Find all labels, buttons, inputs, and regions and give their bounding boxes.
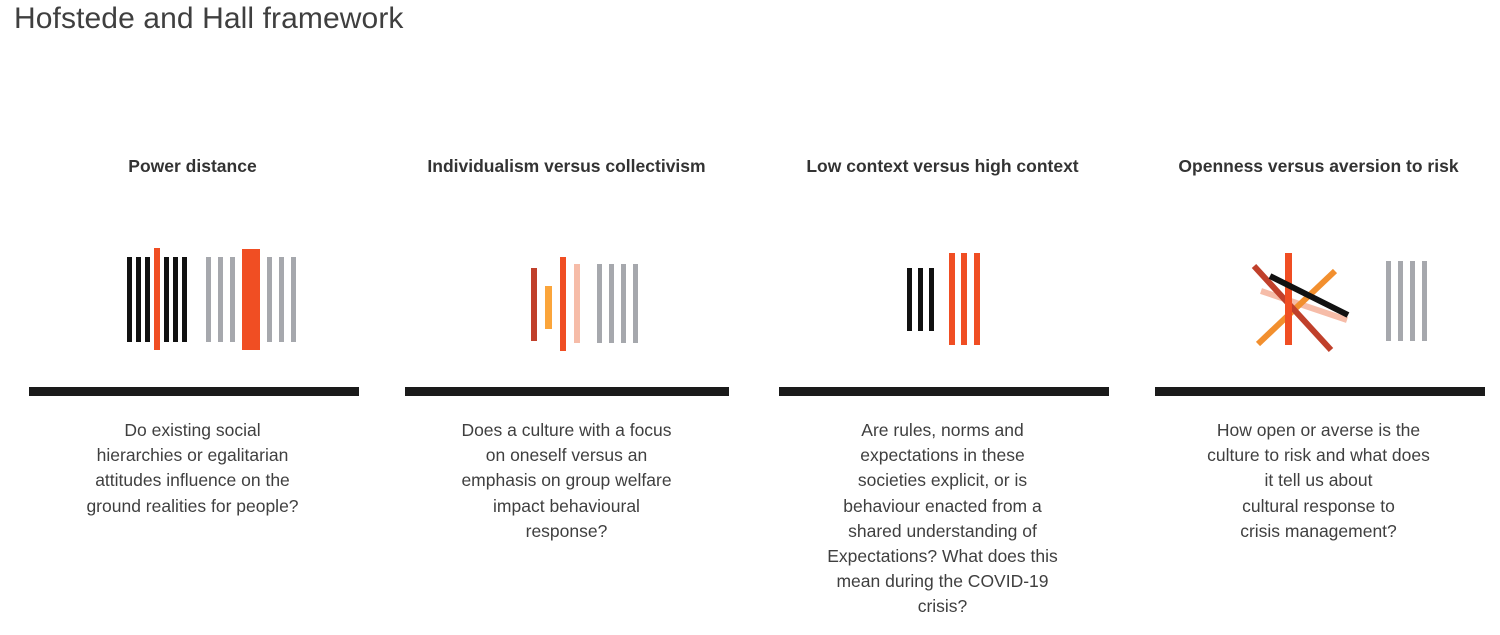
column-body-text: Are rules, norms and expectations in the… — [827, 420, 1058, 617]
bar-group-black-orange-gray-icon — [126, 248, 296, 350]
column-heading: Power distance — [128, 156, 257, 176]
column-heading: Individualism versus collectivism — [427, 156, 706, 176]
column-icon — [1169, 243, 1469, 363]
framework-column-low-context-versus-high-context: Low context versus high context Are rule… — [750, 155, 1125, 620]
framework-column-power-distance: Power distance — [0, 155, 375, 519]
column-icon — [417, 243, 717, 363]
column-icon — [793, 243, 1093, 363]
column-heading: Low context versus high context — [806, 156, 1079, 176]
bar-group-brick-amber-orange-peach-gray-icon — [530, 257, 638, 351]
column-divider — [28, 387, 359, 396]
column-divider — [1154, 387, 1485, 396]
crossed-lines-and-gray-bars-icon — [1251, 253, 1427, 353]
page-title: Hofstede and Hall framework — [14, 2, 404, 35]
column-icon — [43, 243, 343, 363]
bar-group-black-orange-icon — [906, 253, 980, 345]
framework-column-openness-versus-aversion-to-risk: Openness versus aversion to risk — [1125, 155, 1500, 544]
column-heading: Openness versus aversion to risk — [1178, 156, 1459, 176]
column-body-text: How open or averse is the culture to ris… — [1207, 420, 1430, 541]
framework-columns: Power distance — [0, 155, 1500, 620]
framework-column-individualism-versus-collectivism: Individualism versus collectivism — [375, 155, 750, 544]
column-divider — [778, 387, 1109, 396]
column-body-text: Do existing social hierarchies or egalit… — [86, 420, 299, 516]
column-body-text: Does a culture with a focus on oneself v… — [461, 420, 672, 541]
column-divider — [404, 387, 729, 396]
